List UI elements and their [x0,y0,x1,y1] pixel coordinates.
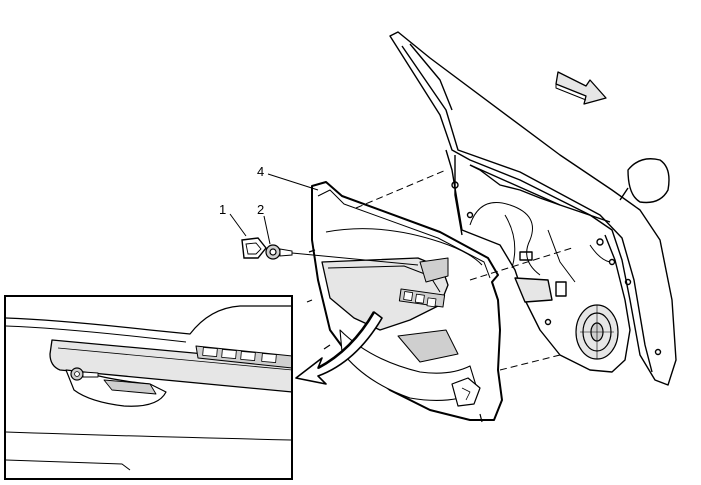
callout-1: 1 [219,202,226,217]
fastener-leader [291,252,419,266]
front-of-vehicle-arrow-icon [555,71,607,105]
callout-4: 4 [257,164,264,179]
speaker [575,304,619,360]
curved-pointer-arrow-icon [295,311,383,385]
callout-2: 2 [257,202,264,217]
fastener-part [265,244,293,260]
door-frame [389,31,677,386]
door-trim-panel [306,181,503,423]
alignment-leaders [355,169,573,371]
detail-inset [4,295,293,480]
bezel-part [241,237,267,259]
